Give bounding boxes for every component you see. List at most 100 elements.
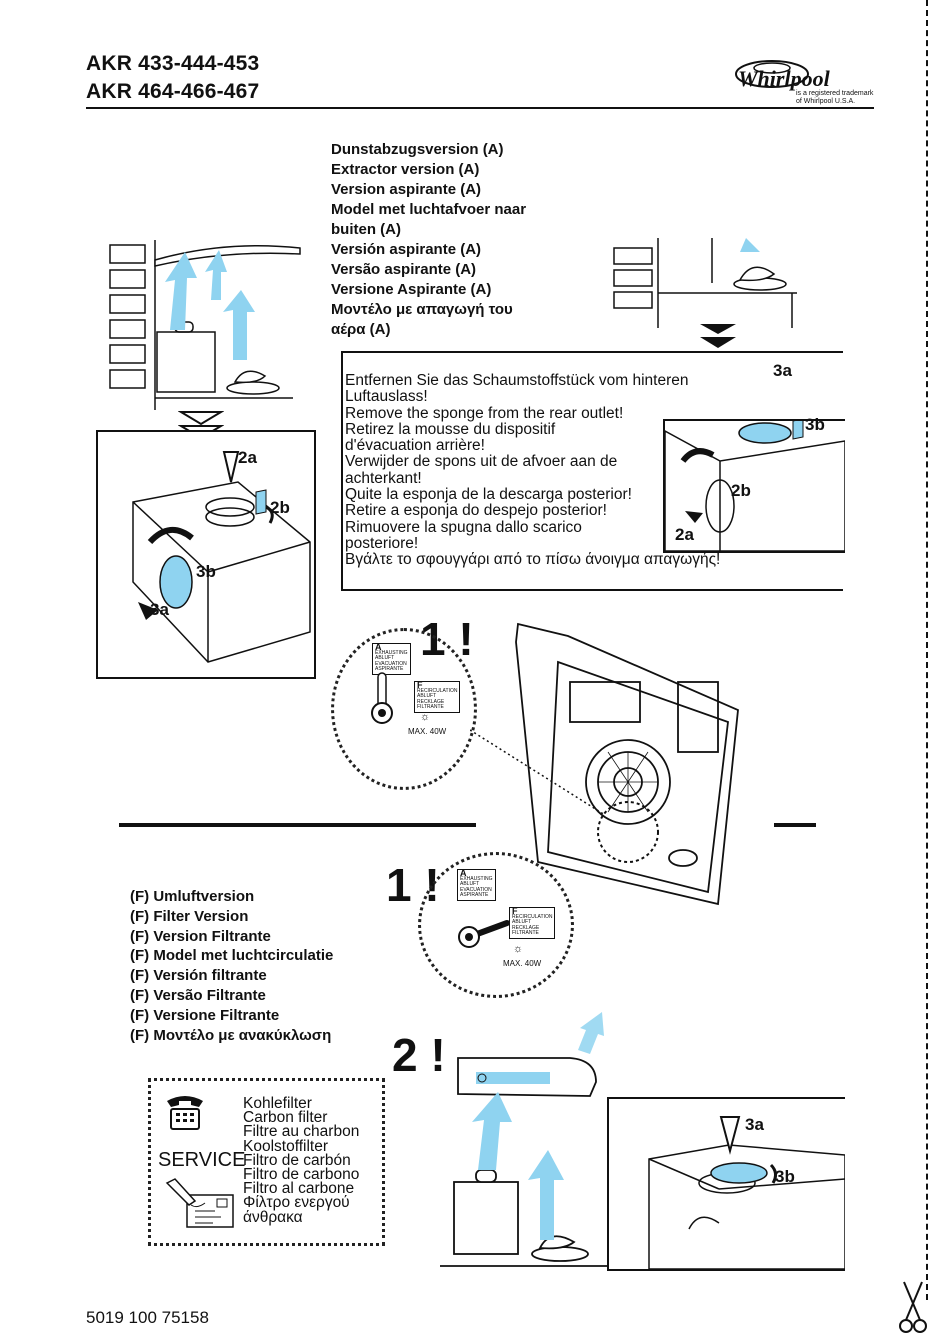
lamp-wattage: MAX. 40W bbox=[408, 727, 447, 736]
filter-name: άνθρακα bbox=[243, 1208, 303, 1226]
switch-label-f: F RECIRCULATION ABLUFT RECKLAGE FILTRANT… bbox=[414, 680, 461, 713]
filter-title: (F) Versione Filtrante bbox=[130, 1006, 280, 1024]
mail-order-icon bbox=[165, 1178, 234, 1228]
step-label-3a: 3a bbox=[745, 1115, 764, 1134]
switch-letter-f: F bbox=[512, 906, 518, 916]
filter-name: Filtro de carbón bbox=[243, 1151, 351, 1169]
switch-text: FILTRANTE bbox=[417, 704, 444, 710]
instruction-line: d'évacuation arrière! bbox=[345, 437, 485, 455]
filter-title: (F) Umluftversion bbox=[130, 888, 255, 905]
switch-label-a: A EXHAUSTING ABLUFT EVACUATION ASPIRANTE bbox=[457, 869, 496, 901]
filter-name: Kohlefilter bbox=[243, 1095, 312, 1112]
switch-text: RECKLAGE bbox=[417, 698, 445, 705]
sponge-removal-left-panel: 2a 2b 3b 3a bbox=[96, 430, 316, 679]
step-label-2a: 2a bbox=[238, 448, 257, 467]
instruction-line: Retire a esponja do despejo posterior! bbox=[345, 502, 607, 520]
switch-detail-extractor: A EXHAUSTING ABLUFT EVACUATION ASPIRANTE… bbox=[331, 628, 477, 790]
hood-rear-outlet-drawing bbox=[665, 421, 845, 551]
selector-lever-icon[interactable] bbox=[364, 671, 414, 731]
filter-title: (F) Version Filtrante bbox=[130, 927, 271, 945]
switch-text: FILTRANTE bbox=[512, 930, 539, 936]
switch-text: ABLUFT bbox=[417, 693, 437, 699]
switch-text: ABLUFT bbox=[512, 919, 532, 925]
switch-letter-a: A bbox=[375, 642, 382, 652]
instruction-line: Remove the sponge from the rear outlet! bbox=[345, 404, 624, 422]
step-label-2b: 2b bbox=[731, 481, 751, 500]
filter-name: Filtro de carbono bbox=[243, 1166, 360, 1184]
instruction-line: achterkant! bbox=[345, 469, 422, 487]
filter-version-titles: (F) Umluftversion (F) Filter Version (F)… bbox=[130, 887, 333, 1045]
extractor-title: Versão aspirante (A) bbox=[331, 261, 477, 278]
filter-name: Φίλτρο ενεργού bbox=[243, 1194, 350, 1212]
switch-text: RECKLAGE bbox=[512, 924, 540, 931]
service-carbon-filter-box: SERVICE Kohlefilter Carbon filter Filtre… bbox=[148, 1078, 385, 1246]
instructions-text: Entfernen Sie das Schaumstoffstück vom h… bbox=[345, 372, 721, 569]
step-label-3b: 3b bbox=[775, 1167, 795, 1186]
trademark-line-1: is a registered trademark bbox=[796, 90, 874, 97]
filter-name: Carbon filter bbox=[243, 1109, 328, 1127]
hood-rear-outlet-drawing bbox=[132, 451, 311, 663]
switch-text: EXHAUSTING bbox=[460, 875, 493, 882]
extractor-title: Model met luchtafvoer naar bbox=[331, 201, 527, 218]
switch-detail-filter: A EXHAUSTING ABLUFT EVACUATION ASPIRANTE… bbox=[418, 852, 574, 998]
brand-name: Whirlpool bbox=[738, 66, 830, 91]
trademark-line-2: of Whirlpool U.S.A. bbox=[796, 98, 856, 105]
switch-text: EVACUATION bbox=[460, 886, 492, 893]
switch-label-f: F RECIRCULATION ABLUFT RECKLAGE FILTRANT… bbox=[509, 906, 556, 939]
whirlpool-logo: Whirlpool is a registered trademark of W… bbox=[732, 56, 877, 116]
switch-text: RECIRCULATION bbox=[512, 913, 553, 920]
selector-lever-icon[interactable] bbox=[451, 911, 511, 957]
carbon-filter-names: Kohlefilter Carbon filter Filtre au char… bbox=[243, 1095, 360, 1226]
filter-title: (F) Versão Filtrante bbox=[130, 986, 266, 1004]
telephone-icon bbox=[167, 1096, 203, 1130]
filter-fitting-panel: 3a 3b bbox=[607, 1097, 845, 1271]
instruction-line: Rimuovere la spugna dallo scarico bbox=[345, 518, 582, 536]
step-label-3a: 3a bbox=[150, 600, 169, 619]
filter-title: (F) Versión filtrante bbox=[130, 967, 267, 985]
step-2-marker: 2 ! bbox=[392, 1029, 446, 1081]
service-label: SERVICE bbox=[158, 1149, 246, 1171]
sponge-removal-instructions-panel: Entfernen Sie das Schaumstoffstück vom h… bbox=[341, 351, 845, 591]
instruction-line: Luftauslass! bbox=[345, 388, 428, 406]
switch-text: ABLUFT bbox=[375, 655, 395, 661]
model-numbers-line-1: AKR 433-444-453 bbox=[86, 52, 260, 75]
step-label-3b: 3b bbox=[805, 415, 825, 434]
lamp-icon: ☼ bbox=[513, 943, 524, 955]
filter-kitchen-illustration bbox=[440, 1012, 612, 1267]
extractor-title: buiten (A) bbox=[331, 221, 401, 238]
model-numbers-line-2: AKR 464-466-467 bbox=[86, 80, 260, 103]
section-divider-right bbox=[774, 823, 816, 827]
filter-title: (F) Filter Version bbox=[130, 907, 249, 925]
whirlpool-swirl-icon bbox=[735, 60, 809, 88]
extractor-title: Version aspirante (A) bbox=[331, 181, 482, 198]
filter-title: (F) Model met luchtcirculatie bbox=[130, 947, 334, 965]
switch-text: EVACUATION bbox=[375, 660, 407, 667]
hood-unit-drawing bbox=[515, 622, 739, 906]
extractor-title: αέρα (A) bbox=[331, 321, 391, 338]
extractor-title: Versione Aspirante (A) bbox=[331, 281, 492, 298]
lamp-icon: ☼ bbox=[420, 711, 431, 723]
extractor-title: Μοντέλο με απαγωγή του bbox=[331, 301, 513, 318]
header-rule bbox=[86, 107, 874, 109]
instruction-line: Βγάλτε το σφουγγάρι από το πίσω άνοιγμα … bbox=[345, 551, 721, 569]
extractor-kitchen-fragment bbox=[613, 238, 797, 328]
step-label-3a: 3a bbox=[773, 361, 792, 380]
extractor-title: Dunstabzugsversion (A) bbox=[331, 141, 504, 158]
trademark-note: is a registered trademark of Whirlpool U… bbox=[796, 90, 873, 106]
cut-line bbox=[926, 0, 928, 1300]
part-number: 5019 100 75158 bbox=[86, 1308, 209, 1327]
step-label-3b: 3b bbox=[196, 562, 216, 581]
switch-text: ASPIRANTE bbox=[460, 892, 489, 898]
sponge-removal-right-detail bbox=[663, 419, 845, 553]
filter-name: Filtre au charbon bbox=[243, 1123, 360, 1141]
extractor-version-titles: Dunstabzugsversion (A) Extractor version… bbox=[331, 140, 526, 340]
instruction-line: Retirez la mousse du dispositif bbox=[345, 420, 556, 438]
instruction-line: Entfernen Sie das Schaumstoffstück vom h… bbox=[345, 372, 689, 389]
instruction-line: Quite la esponja de la descarga posterio… bbox=[345, 486, 632, 504]
extractor-title: Extractor version (A) bbox=[331, 161, 480, 178]
switch-letter-a: A bbox=[460, 868, 467, 878]
section-divider-left bbox=[119, 823, 476, 827]
instruction-line: posteriore! bbox=[345, 534, 419, 552]
switch-letter-f: F bbox=[417, 680, 423, 690]
step-label-2b: 2b bbox=[270, 498, 290, 517]
